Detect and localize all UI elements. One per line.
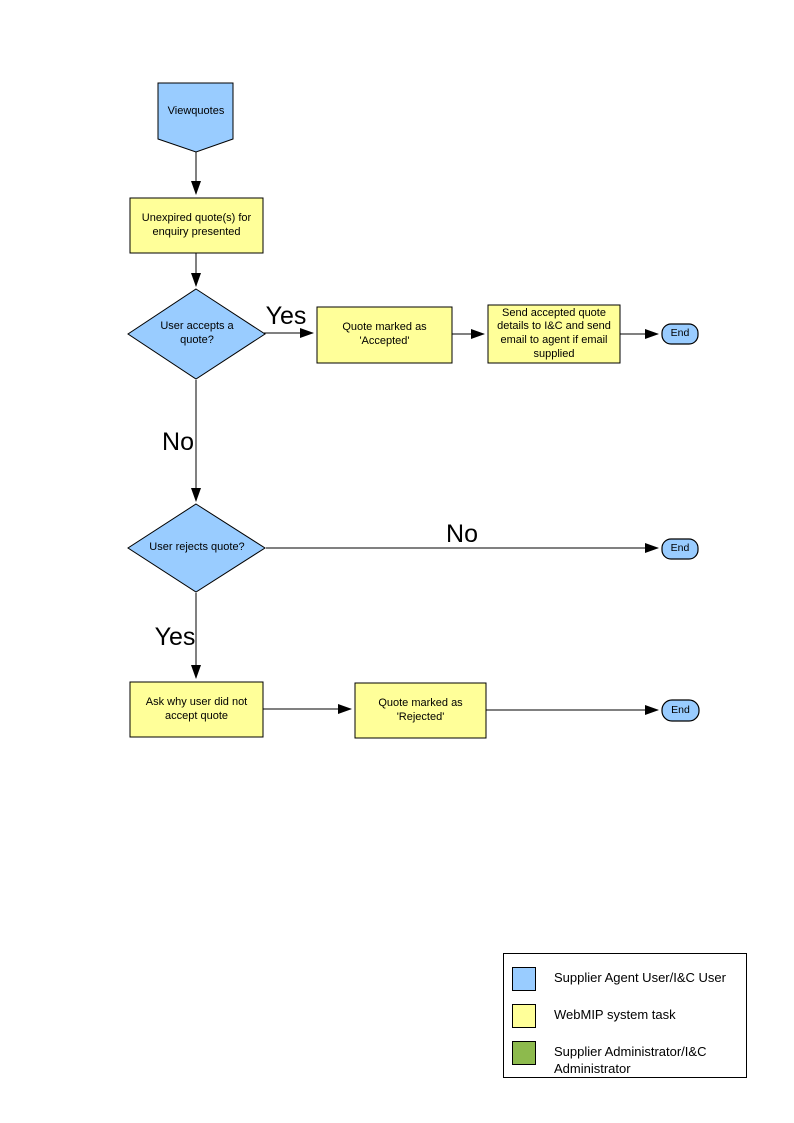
reject-decision-shape — [127, 503, 266, 593]
legend-swatch-blue — [512, 967, 536, 991]
legend-item-admin: Supplier Administrator/I&C Administrator — [512, 1041, 742, 1078]
present-quotes-shape — [129, 197, 264, 254]
legend-label-system: WebMIP system task — [554, 1007, 676, 1022]
marked-accepted-shape — [316, 306, 453, 364]
legend-label-admin: Supplier Administrator/I&C Administrator — [554, 1044, 707, 1076]
ask-why-shape — [129, 681, 264, 738]
legend-swatch-yellow — [512, 1004, 536, 1028]
legend-box: Supplier Agent User/I&C User WebMIP syst… — [503, 953, 747, 1078]
legend-label-user: Supplier Agent User/I&C User — [554, 970, 726, 985]
end3-shape — [661, 699, 700, 722]
legend-item-system: WebMIP system task — [512, 1004, 742, 1028]
accept-decision-shape — [127, 288, 266, 380]
legend-item-user: Supplier Agent User/I&C User — [512, 967, 742, 991]
marked-rejected-shape — [354, 682, 487, 739]
send-details-shape — [487, 304, 621, 364]
start-node-shape — [157, 82, 234, 153]
end1-shape — [661, 323, 699, 345]
end2-shape — [661, 538, 699, 560]
legend-swatch-green — [512, 1041, 536, 1065]
